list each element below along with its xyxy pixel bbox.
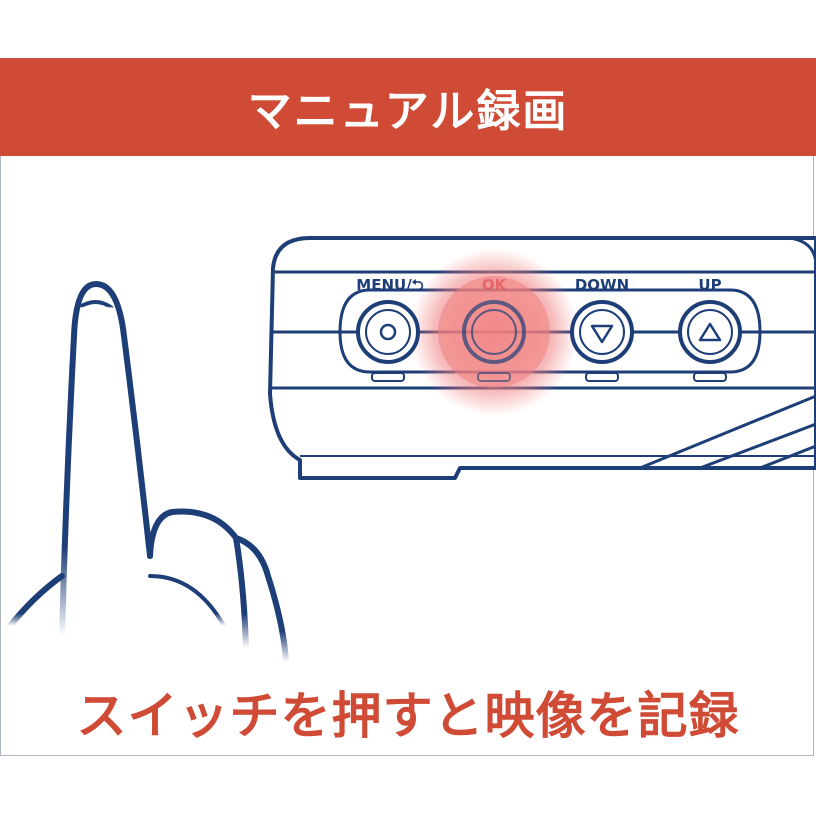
ok-button-ring xyxy=(462,300,526,364)
button-ok[interactable] xyxy=(462,300,526,382)
button-down[interactable] xyxy=(570,300,634,382)
triangle-up-icon xyxy=(698,322,722,342)
thumb xyxy=(7,573,65,629)
circle-icon xyxy=(379,323,397,341)
button-label-ok: OK xyxy=(482,276,508,294)
button-label-up: UP xyxy=(698,276,721,294)
ok-button-icon xyxy=(471,309,517,355)
button-label-menu: MENU/⮌ xyxy=(356,276,423,294)
down-indicator xyxy=(585,372,619,382)
banner-title: マニュアル録画 xyxy=(247,86,569,137)
caption-area: スイッチを押すと映像を記録 xyxy=(0,672,816,752)
up-button-inner xyxy=(687,309,733,355)
menu-indicator xyxy=(371,372,405,382)
down-button-inner xyxy=(579,309,625,355)
button-up[interactable] xyxy=(678,300,742,382)
button-menu[interactable] xyxy=(356,300,420,382)
index-finger-tip xyxy=(76,300,114,310)
pointing-hand xyxy=(7,281,289,665)
menu-button-inner xyxy=(365,309,411,355)
ok-highlight-core xyxy=(438,276,550,388)
caption-text: スイッチを押すと映像を記録 xyxy=(76,687,740,745)
device-side-stripe-2 xyxy=(699,422,816,470)
triangle-down-icon xyxy=(590,324,614,344)
middle-finger xyxy=(147,508,249,651)
knuckle-line xyxy=(148,574,226,628)
ok-indicator xyxy=(477,372,511,382)
ring-finger xyxy=(233,535,289,665)
index-finger xyxy=(59,281,153,639)
up-indicator xyxy=(693,372,727,382)
title-banner: マニュアル録画 xyxy=(0,58,816,156)
illustration: MENU/⮌ OK DOWN UP xyxy=(7,236,816,665)
device-side-stripe xyxy=(639,394,816,470)
device-side-stripe-3 xyxy=(759,444,816,470)
button-label-down: DOWN xyxy=(575,276,629,294)
